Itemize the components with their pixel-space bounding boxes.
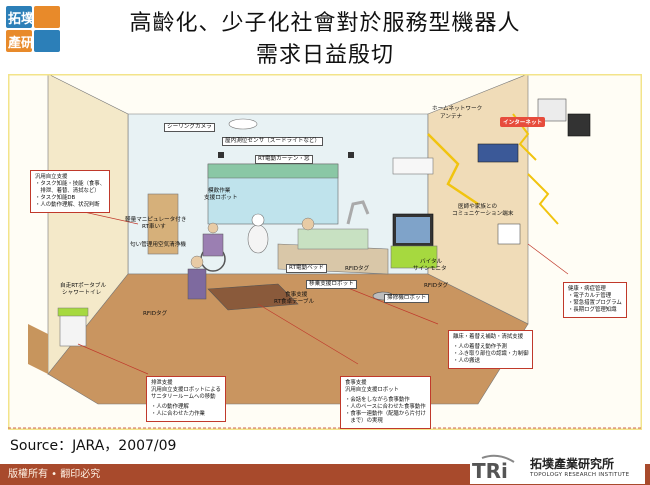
copyright-text: 版權所有 • 翻印必究 [8,469,101,480]
callout-excretion-line: サニタリールームへの移動 [151,394,216,400]
dining-table [207,283,299,311]
logo-line1: 拓墣 [8,11,34,27]
tv-stand [390,245,438,269]
air-conditioner [392,157,434,175]
callout-independence-line: ・タスク知能DB [35,195,76,201]
callout-excretion: 排泄支援 汎用自立支援ロボットによる サニタリールームへの移動 ・人の動作理解 … [146,376,226,422]
title-line1: 高齡化、少子化社會對於服務型機器人 [129,11,521,36]
label-rt-curtain: RT電動カーテン・窓 [255,155,313,164]
callout-independence-line: 汎用自立支援 [35,174,68,180]
callout-dressing-line: ・人の搬送 [453,358,480,364]
elderly-person [187,268,207,300]
label-shisetsu-robot-2: 支援ロボット [204,195,238,201]
callout-independence-line: ・タスク知能・技能（食事、 [35,181,106,187]
callout-meal-line: まで）の実現 [345,418,383,424]
label-comm-terminal-2: コミュニケーション端末 [452,211,514,217]
callout-dressing-line: ・ふき取り部位の認識・力制御 [453,351,529,357]
label-transfer-robot: 移乗支援ロボット [306,280,357,289]
label-vital-monitor-1: バイタル [420,259,443,265]
callout-dressing: 離床・着替え補助・清拭支援 ・人の着替え動作予測 ・ふき取り部位の認識・力制御 … [448,330,534,369]
tri-logo: TRi [470,454,645,484]
page-title: 高齡化、少子化社會對於服務型機器人 需求日益殷切 [70,8,580,72]
callout-health-line: ・長期ログ管理知識 [568,307,617,313]
callout-independence-line: ・人の動作理解、状況判断 [35,202,100,208]
floor [47,273,529,405]
topology-logo: 拓墣 產研 [4,4,62,54]
callout-health: 健康・病症管理 ・電子カルテ管理 ・緊急措置プログラム ・長期ログ管理知識 [563,282,627,318]
label-portable-toilet-1: 自走RTポータブル [60,283,107,289]
callout-dressing-line: ・人の着替え動作予測 [453,344,507,350]
tri-mark: TRi [472,459,508,483]
label-antenna: アンテナ [440,114,463,120]
callout-health-line: ・緊急措置プログラム [568,300,622,306]
label-meal-1: 食事支援 [285,292,308,298]
callout-health-line: 健康・病症管理 [568,286,606,292]
label-odor-cleaner: 匂い管理用空気清浄機 [130,242,186,248]
label-shisetsu-robot-1: 模飲作業 [208,188,231,194]
label-ceiling-camera: シーリングカメラ [164,123,215,132]
label-home-network: ホームネットワーク [432,106,483,112]
label-rt-bed: RT電動ベッド [286,264,327,273]
assist-robot [247,224,269,254]
label-room-sensor: 屋内測位センサ（スードライトなど） [222,137,324,146]
company-name: 拓墣產業研究所 [530,457,615,471]
source-caption: Source：JARA，2007/09 [10,438,177,454]
callout-meal-line: 汎用自立支援ロボット [345,387,399,393]
callout-meal: 食事支援 汎用自立支援ロボット ・会話をしながら食事動作 ・人のペースに合わせた… [340,376,431,429]
label-rfid-tag-1: RFIDタグ [345,266,370,272]
label-vital-monitor-2: サインモニタ [413,266,447,272]
comm-terminal [497,223,521,245]
label-portable-toilet-2: シャワートイレ [62,290,102,296]
callout-independence-line: 排泄、着替、清拭など） [35,188,100,194]
callout-meal-line: ・食事一連動作（配膳から片付け [345,411,426,417]
callout-excretion-line: 排泄支援 [151,380,173,386]
curtain [207,163,339,179]
company-name-en: TOPOLOGY RESEARCH INSTITUTE [530,472,630,478]
callout-excretion-line: 汎用自立支援ロボットによる [151,387,221,393]
shelf [147,193,179,255]
signal-bolt [427,133,479,206]
label-comm-terminal-1: 医師や家族との [458,204,498,210]
label-cleaning-robot: 掃除機ロボット [384,294,430,303]
callout-dressing-line: 離床・着替え補助・清拭支援 [453,334,524,340]
smart-home-illustration [8,74,642,430]
logo-line2: 產研 [7,35,34,51]
callout-excretion-line: ・人の動作理解 [151,404,189,410]
callout-meal-line: ・人のペースに合わせた食事動作 [345,404,426,410]
label-manipulator-2: RT車いす [142,224,166,230]
network-terminal [477,143,519,163]
internet-badge: インターネット [500,117,546,127]
portable-toilet [59,313,87,347]
callout-meal-line: 食事支援 [345,380,367,386]
ceiling-camera [228,118,258,130]
callout-independence: 汎用自立支援 ・タスク知能・技能（食事、 排泄、着替、清拭など） ・タスク知能D… [30,170,111,213]
label-meal-2: RT食卓テーブル [274,299,315,305]
hospital-building [537,98,567,122]
title-line2: 需求日益殷切 [255,43,394,68]
callout-meal-line: ・会話をしながら食事動作 [345,397,410,403]
callout-health-line: ・電子カルテ管理 [568,293,612,299]
label-rfid-tag-2: RFIDタグ [424,283,449,289]
label-rfid-tag-3: RFIDタグ [143,311,168,317]
callout-excretion-line: ・人に合わせた力作業 [151,411,205,417]
label-manipulator-1: 軽量マニピュレータ付き [125,217,187,223]
